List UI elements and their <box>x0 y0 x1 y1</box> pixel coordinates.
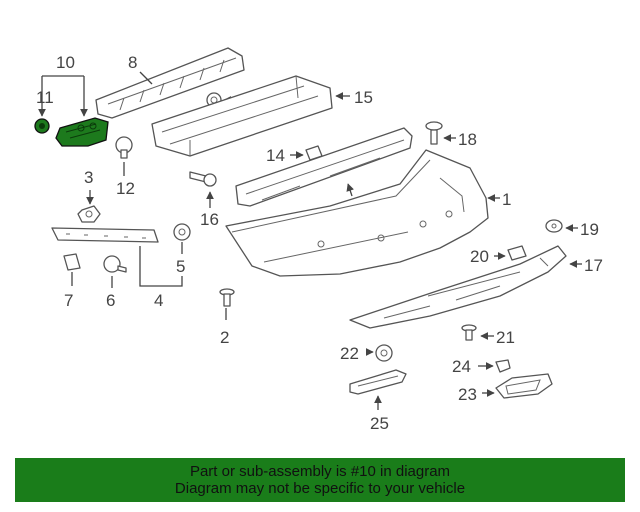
part-22-grommet[interactable] <box>375 344 393 362</box>
callout-12[interactable]: 12 <box>116 179 135 198</box>
part-16-bolt[interactable] <box>189 171 217 187</box>
part-15-impact-bar[interactable] <box>151 75 333 157</box>
callout-25[interactable]: 25 <box>370 414 389 433</box>
part-21-push-pin[interactable] <box>461 324 477 341</box>
callout-5[interactable]: 5 <box>176 257 185 276</box>
callout-10[interactable]: 10 <box>56 53 75 72</box>
part-7-clip[interactable] <box>63 253 81 271</box>
callout-11[interactable]: 11 <box>36 88 54 107</box>
callout-10-bracket-lines <box>38 75 88 117</box>
callout-6[interactable]: 6 <box>106 291 115 310</box>
part-12-bolt[interactable] <box>115 136 133 159</box>
callout-16[interactable]: 16 <box>200 210 219 229</box>
part-2-push-pin[interactable] <box>219 288 235 307</box>
part-1-bumper-cover[interactable] <box>225 149 489 277</box>
callout-23[interactable]: 23 <box>458 385 477 404</box>
callout-22[interactable]: 22 <box>340 344 359 363</box>
callout-8[interactable]: 8 <box>128 53 137 72</box>
callout-24[interactable]: 24 <box>452 357 471 376</box>
info-banner: Part or sub-assembly is #10 in diagram D… <box>15 458 625 502</box>
callout-1[interactable]: 1 <box>502 190 511 209</box>
callout-18[interactable]: 18 <box>458 130 477 149</box>
callout-3[interactable]: 3 <box>84 168 93 187</box>
callout-19[interactable]: 19 <box>580 220 599 239</box>
part-24-clip[interactable] <box>495 359 511 373</box>
part-4-retainer[interactable] <box>51 227 159 243</box>
callout-15[interactable]: 15 <box>354 88 373 107</box>
part-17-valance[interactable] <box>349 245 567 329</box>
part-6-bolt[interactable] <box>103 255 127 273</box>
banner-line-2: Diagram may not be specific to your vehi… <box>174 480 466 497</box>
part-10-bracket[interactable] <box>55 117 109 147</box>
part-11-nut[interactable] <box>34 118 50 134</box>
part-5-grommet[interactable] <box>173 223 191 241</box>
part-18-push-pin[interactable] <box>425 121 443 145</box>
part-3-nut[interactable] <box>77 205 101 223</box>
part-25-reflector[interactable] <box>349 369 407 395</box>
callout-14[interactable]: 14 <box>266 146 285 165</box>
callout-4[interactable]: 4 <box>154 291 163 310</box>
callout-2[interactable]: 2 <box>220 328 229 347</box>
callout-17[interactable]: 17 <box>584 256 603 275</box>
callout-21[interactable]: 21 <box>496 328 515 347</box>
part-23-exhaust-bezel[interactable] <box>495 373 553 399</box>
part-19-clip[interactable] <box>545 219 563 233</box>
part-20-clip[interactable] <box>507 245 527 261</box>
callout-20[interactable]: 20 <box>470 247 489 266</box>
part-13-reinforcement[interactable] <box>235 127 413 207</box>
part-8-energy-absorber[interactable] <box>95 47 245 119</box>
banner-line-1: Part or sub-assembly is #10 in diagram <box>189 463 451 480</box>
callout-7[interactable]: 7 <box>64 291 73 310</box>
